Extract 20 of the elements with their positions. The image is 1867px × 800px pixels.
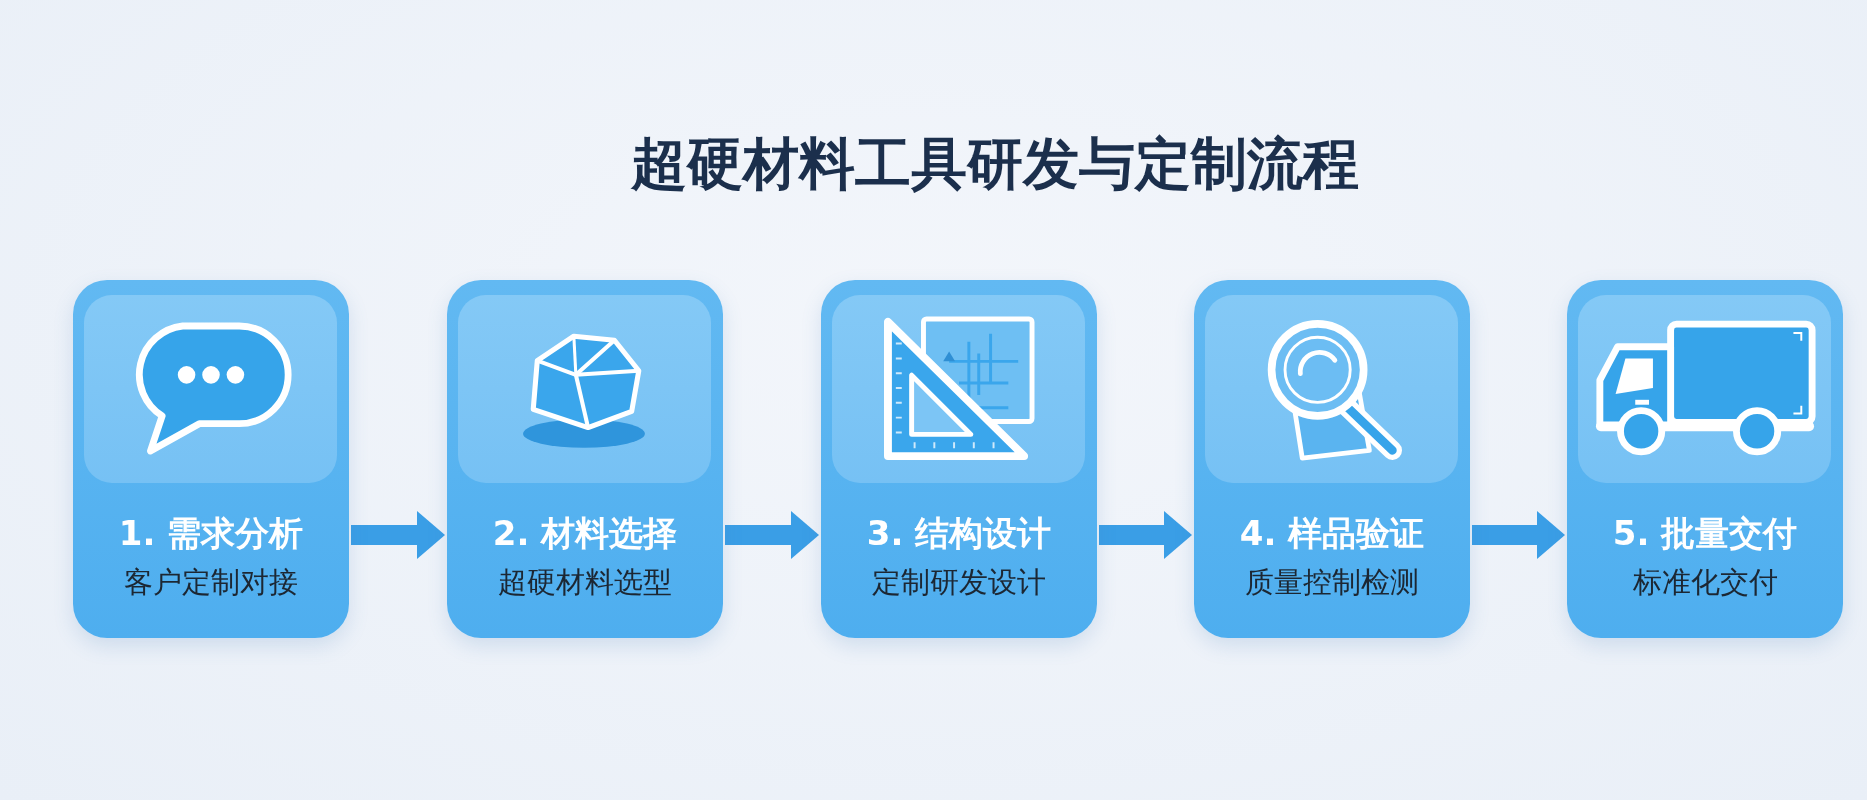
arrow [725,511,819,559]
step-description: 超硬材料选型 [498,564,672,601]
step-card [821,280,1097,638]
step-card [73,280,349,638]
step-description: 客户定制对接 [124,564,298,601]
step-card [447,280,723,638]
step-description: 质量控制检测 [1245,564,1419,601]
arrow [1099,511,1192,559]
step-card [1567,280,1843,638]
step-title: 2. 材料选择 [492,512,678,554]
step-title: 4. 样品验证 [1239,512,1425,554]
step-description: 标准化交付 [1632,564,1778,601]
step-description: 定制研发设计 [872,564,1046,601]
step-title: 1. 需求分析 [118,512,304,554]
step-card [1194,280,1470,638]
step-title: 3. 结构设计 [866,512,1052,554]
diagram-title: 超硬材料工具研发与定制流程 [631,133,1359,195]
arrow [1472,511,1565,559]
arrow [351,511,445,559]
step-title: 5. 批量交付 [1612,512,1798,554]
